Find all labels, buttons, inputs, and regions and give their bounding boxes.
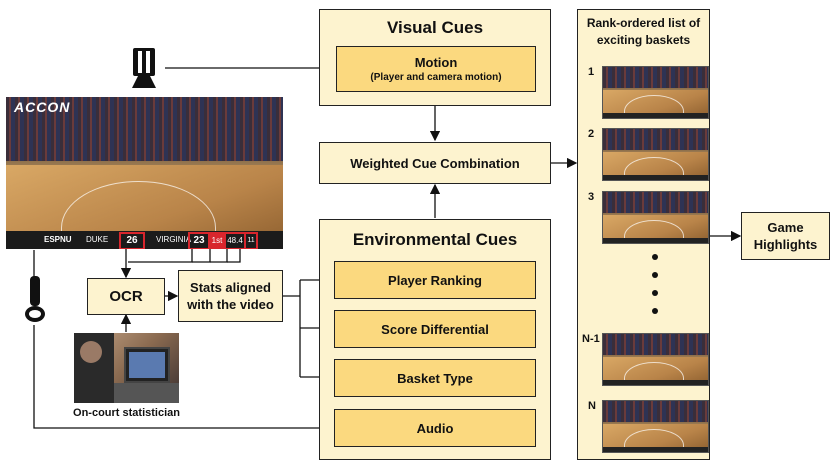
combination-label: Weighted Cue Combination [350,155,520,171]
env-item-label: Basket Type [397,370,473,386]
ocr-label: OCR [109,288,143,305]
network-logo: ACCON [14,99,71,115]
ranked-frame-2 [602,128,709,181]
broadcast-video-frame: ACCON ESPNU DUKE 26 VIRGINIA 23 1st 48.4… [6,97,283,249]
env-item-player-ranking: Player Ranking [334,261,536,299]
score-right: 23 [188,232,210,249]
statistician-photo [74,333,179,403]
env-item-audio: Audio [334,409,536,447]
team-right: VIRGINIA [156,235,192,244]
motion-box: Motion (Player and camera motion) [336,46,536,92]
environmental-cues-title: Environmental Cues [352,230,518,249]
microphone-icon [24,276,46,328]
ranked-frame-n-1 [602,333,709,386]
game-highlights-box: Game Highlights [741,212,830,260]
ellipsis-dots [652,254,658,324]
shot-clock: 11 [244,232,258,249]
game-clock: 48.4 [224,232,246,249]
video-camera-icon [130,46,158,90]
ranked-list-title: Rank-ordered list of exciting baskets [586,16,701,47]
stats-aligned-box: Stats aligned with the video [178,270,283,322]
scoreboard-bar: ESPNU DUKE 26 VIRGINIA 23 1st 48.4 11 [6,231,283,249]
weighted-cue-combination-box: Weighted Cue Combination [319,142,551,184]
env-item-label: Audio [416,420,454,436]
ocr-box: OCR [87,278,165,315]
statistician-caption: On-court statistician [73,407,180,419]
rank-label: 3 [588,191,595,203]
env-item-label: Score Differential [381,321,489,337]
rank-label: N [588,400,596,412]
motion-title: Motion [414,55,458,70]
environmental-cues-group: Environmental Cues Player Ranking Score … [319,219,551,460]
ranked-frame-n [602,400,709,453]
env-item-label: Player Ranking [388,272,482,288]
arrow-mic-to-audio [33,325,334,434]
motion-subtitle: (Player and camera motion) [370,72,502,83]
visual-cues-title: Visual Cues [386,18,484,37]
team-left: DUKE [86,235,109,244]
stats-label: Stats aligned with the video [187,280,274,312]
ranked-frame-3 [602,191,709,244]
score-left: 26 [119,232,145,249]
game-highlights-label: Game Highlights [753,220,818,252]
espn-label: ESPNU [44,235,72,244]
rank-label: 1 [588,66,595,78]
visual-cues-group: Visual Cues Motion (Player and camera mo… [319,9,551,106]
env-item-score-differential: Score Differential [334,310,536,348]
ranked-frame-1 [602,66,709,119]
rank-label: N-1 [582,333,600,345]
ranked-list-panel: Rank-ordered list of exciting baskets 1 … [577,9,710,460]
env-item-basket-type: Basket Type [334,359,536,397]
rank-label: 2 [588,128,595,140]
